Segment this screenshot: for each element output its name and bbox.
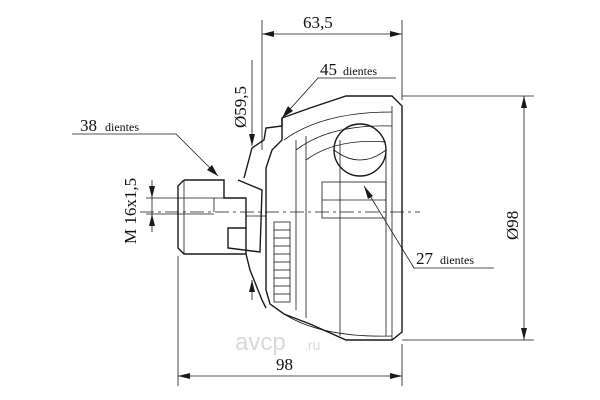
splines-45-unit: dientes [343,64,377,78]
housing [265,95,403,341]
total-length-label: 98 [276,355,293,374]
abs-ring [273,221,291,303]
watermark-brand: avcp [235,329,286,356]
dimension-total-length: 98 [177,256,403,386]
callout-27-dientes: 27 dientes [363,185,494,269]
bore-diameter-label: Ø59,5 [231,86,250,128]
splines-27-value: 27 [416,249,434,268]
splines-27-unit: dientes [440,253,474,267]
stub-shaft [177,179,263,255]
dimension-top-width: 63,5 [261,13,403,150]
dimension-thread: M 16x1,5 [121,178,214,244]
splines-38-value: 38 [80,116,97,135]
top-width-label: 63,5 [303,13,333,32]
callout-38-dientes: 38 dientes [72,116,219,177]
outer-diameter-label: Ø98 [503,211,522,240]
splines-45-value: 45 [320,60,337,79]
thread-label: M 16x1,5 [121,178,140,244]
watermark: avcp .ru [235,329,320,356]
watermark-suffix: .ru [304,337,320,353]
splines-38-unit: dientes [105,120,139,134]
callout-45-dientes: 45 dientes [281,60,396,119]
dimension-bore-diameter: Ø59,5 [231,60,255,300]
dimension-outer-diameter: Ø98 [402,95,534,341]
